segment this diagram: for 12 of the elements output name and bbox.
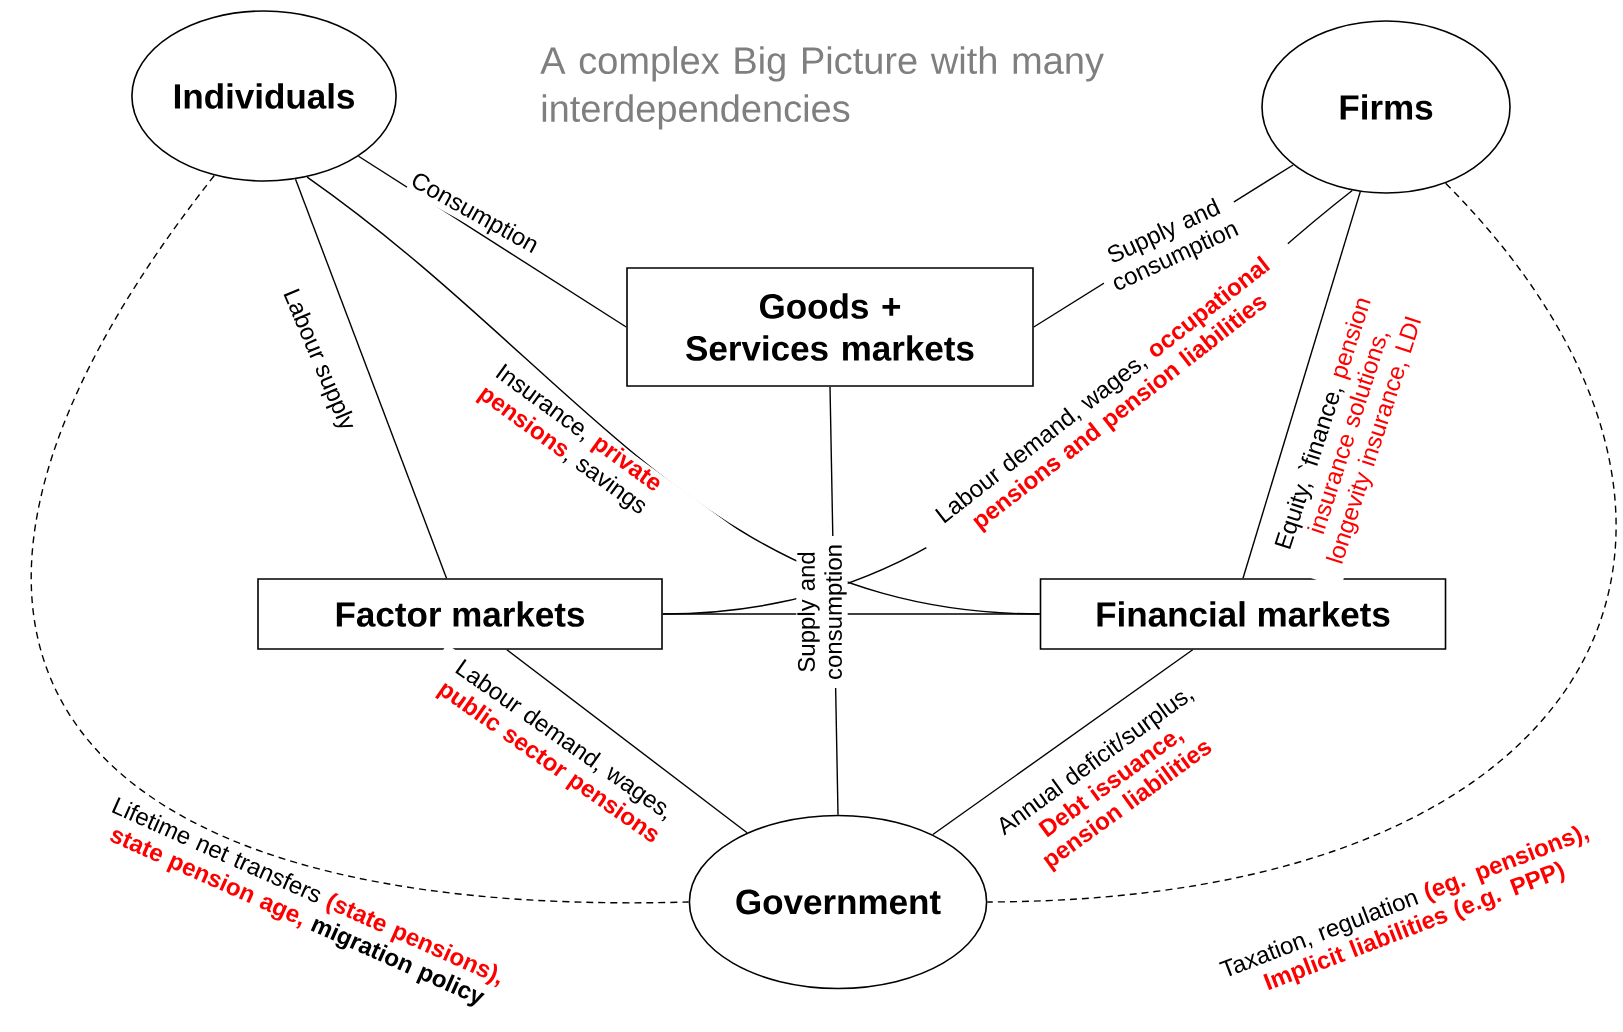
edge-label: Labour supply bbox=[276, 284, 360, 436]
market-box: Factor markets bbox=[257, 578, 663, 650]
connector-line bbox=[506, 649, 748, 834]
title: A complex Big Picture with many interdependencies bbox=[540, 46, 1104, 130]
connector-line bbox=[932, 649, 1194, 836]
connector-line bbox=[986, 182, 1617, 903]
market-box: Financial markets bbox=[1039, 578, 1447, 650]
edge-label: Supply and consumption bbox=[796, 536, 848, 688]
market-box: Goods + Services markets bbox=[626, 267, 1034, 387]
connector-line bbox=[294, 178, 448, 579]
connector-line bbox=[30, 174, 690, 903]
connector-line bbox=[1242, 191, 1361, 579]
